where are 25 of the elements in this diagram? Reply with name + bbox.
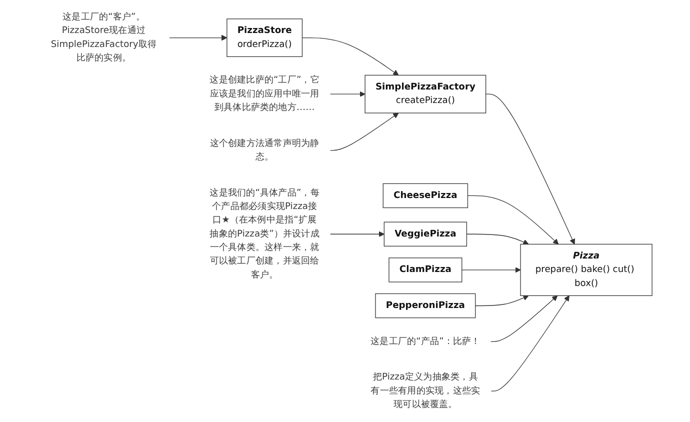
- arrow: [302, 37, 399, 76]
- node-box: CheesePizza: [382, 183, 468, 208]
- arrow: [467, 195, 559, 244]
- arrow: [485, 94, 575, 244]
- node-text: 这是工厂的“产品”：比萨！: [370, 336, 480, 346]
- node-text: 这是创建比萨的“工厂”，它应该是我们的应用中唯一用到具体比萨类的地方……: [210, 74, 320, 113]
- node-box: PepperoniPizza: [375, 293, 476, 318]
- node-box: SimplePizzaFactory createPizza(): [364, 74, 486, 114]
- node-box: VeggiePizza: [384, 222, 468, 246]
- node-text: 这是我们的“具体产品”，每个产品都必须实现Pizza接口★（在本例中是指“扩展抽象的Pizza类”）并设计成一个具体类。这样一来，就可以被工厂创建，并返回给客户。: [210, 188, 320, 280]
- arrow: [330, 91, 366, 97]
- node-box: ClamPizza: [388, 258, 462, 282]
- node-text: 这个创建方法通常声明为静态。: [210, 138, 320, 162]
- arrow: [490, 295, 570, 392]
- arrow: [475, 295, 529, 306]
- arrow: [169, 34, 228, 41]
- arrow: [490, 295, 558, 342]
- arrow: [466, 234, 529, 245]
- arrow: [330, 112, 399, 151]
- arrow: [462, 267, 521, 273]
- node-box: Pizza prepare() bake() cut() box(): [520, 244, 652, 296]
- node-box: PizzaStore orderPizza(): [226, 18, 303, 57]
- arrow: [330, 231, 384, 237]
- node-text: 这是工厂的“客户”。PizzaStore现在通过SimplePizzaFactory取得比萨的实例。: [50, 12, 157, 64]
- node-text: 把Pizza定义为抽象类，具有一些有用的实现，这些实现可以被覆盖。: [370, 372, 480, 410]
